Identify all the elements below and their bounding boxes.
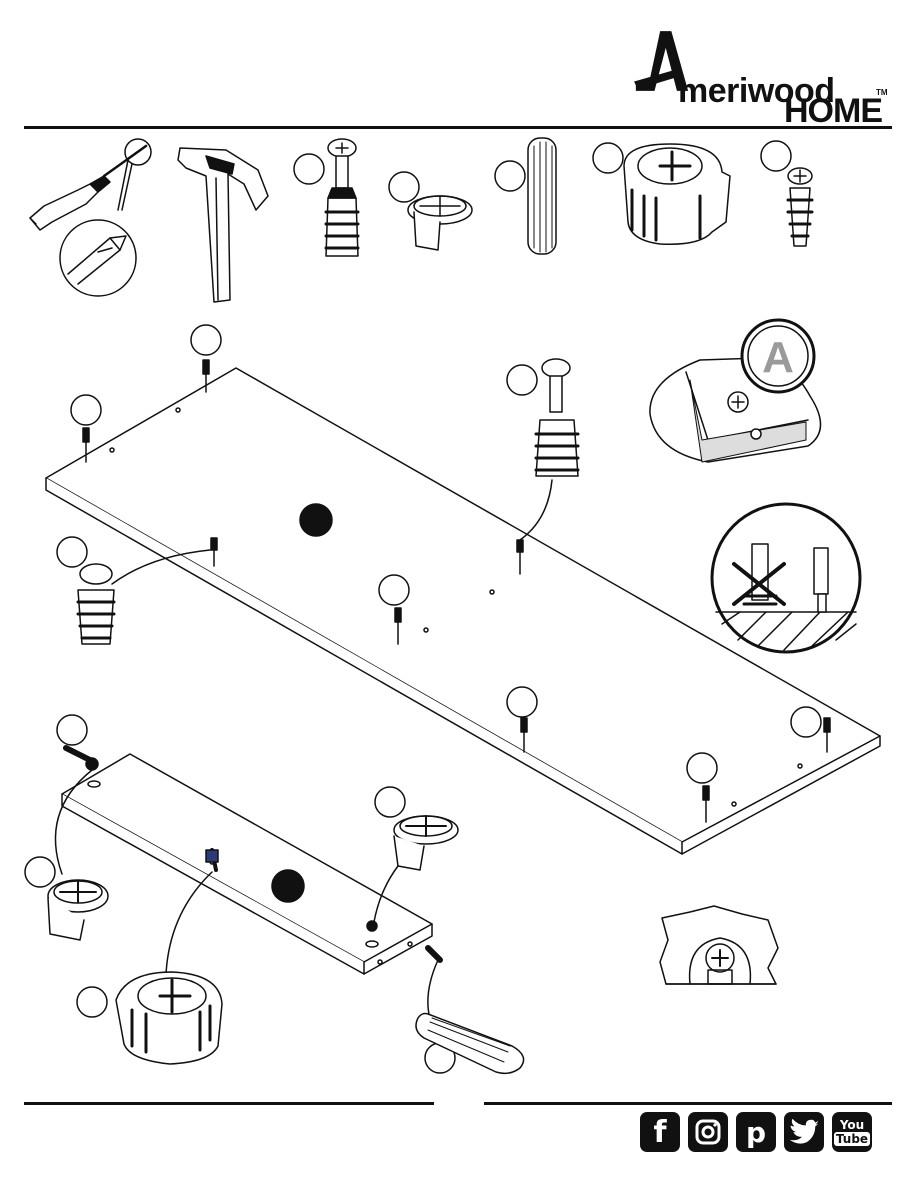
hammer-icon — [178, 148, 268, 302]
detail-a-label: A — [762, 333, 794, 382]
pinterest-icon[interactable]: p — [736, 1112, 776, 1152]
screw-icon — [761, 141, 812, 246]
small-panel — [62, 754, 432, 974]
twitter-glyph — [784, 1112, 824, 1152]
facebook-icon[interactable]: f — [640, 1112, 680, 1152]
youtube-icon[interactable]: You Tube — [832, 1112, 872, 1152]
pinterest-glyph: p — [746, 1116, 766, 1149]
dowel-icon — [495, 138, 556, 254]
cam-housing-icon — [593, 143, 730, 244]
cam-bolt-callout-left — [57, 537, 210, 644]
youtube-bottom: Tube — [834, 1132, 870, 1146]
dowel-callout — [416, 1014, 524, 1074]
instagram-icon[interactable] — [688, 1112, 728, 1152]
footer-rule-left — [24, 1102, 434, 1105]
detail-a-callout: A — [650, 320, 821, 462]
youtube-top: You — [840, 1119, 864, 1131]
screwdriver-icon — [30, 139, 151, 296]
facebook-glyph: f — [653, 1115, 666, 1150]
cam-housing-callout — [77, 972, 222, 1064]
cam-bolt-icon — [294, 139, 358, 256]
cam-lock-icon — [389, 172, 472, 250]
cam-bolt-callout — [507, 359, 578, 540]
assembly-diagram: A — [0, 0, 918, 1100]
twitter-icon[interactable] — [784, 1112, 824, 1152]
instagram-glyph — [688, 1112, 728, 1152]
installation-warning — [712, 504, 860, 652]
footer-rule-right — [484, 1102, 892, 1105]
cam-install-detail — [660, 906, 778, 984]
